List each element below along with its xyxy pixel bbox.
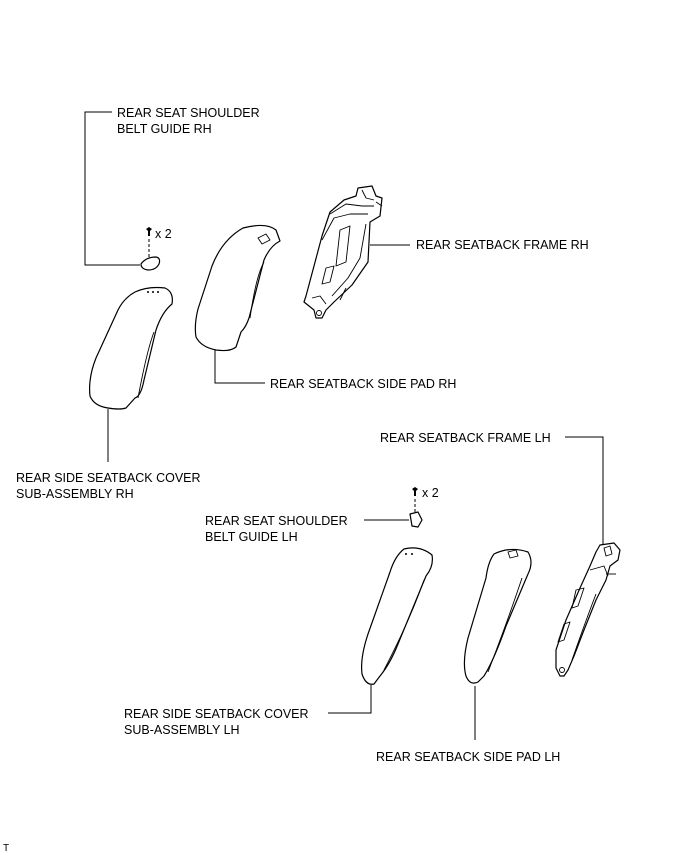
belt-guide-lh (409, 511, 423, 528)
leader-side-pad-rh (214, 350, 265, 384)
footer-mark: T (3, 843, 9, 854)
label-belt-guide-rh-line2: BELT GUIDE RH (117, 122, 212, 136)
label-clip-qty-rh: x 2 (155, 227, 172, 241)
seatback-frame-lh (555, 542, 621, 677)
label-belt-guide-lh-line1: REAR SEAT SHOULDER (205, 514, 348, 528)
side-seatback-cover-lh (361, 547, 433, 685)
label-cover-lh-line2: SUB-ASSEMBLY LH (124, 723, 240, 737)
seatback-side-pad-rh (194, 224, 281, 352)
belt-guide-rh (140, 256, 161, 271)
label-cover-rh-line1: REAR SIDE SEATBACK COVER (16, 471, 201, 485)
side-seatback-cover-rh (89, 286, 173, 410)
label-belt-guide-lh-line2: BELT GUIDE LH (205, 530, 298, 544)
clip-icon (146, 227, 152, 236)
leader-cover-lh (328, 685, 372, 714)
clip-icon (412, 487, 418, 496)
seatback-frame-rh (303, 185, 383, 319)
leader-frame-lh (565, 436, 604, 545)
leader-belt-guide-rh (84, 111, 140, 266)
label-side-pad-rh: REAR SEATBACK SIDE PAD RH (270, 377, 456, 391)
seatback-side-pad-lh (463, 548, 532, 684)
label-cover-lh-line1: REAR SIDE SEATBACK COVER (124, 707, 309, 721)
label-frame-lh: REAR SEATBACK FRAME LH (380, 431, 551, 445)
label-side-pad-lh: REAR SEATBACK SIDE PAD LH (376, 750, 560, 764)
label-clip-qty-lh: x 2 (422, 486, 439, 500)
label-frame-rh: REAR SEATBACK FRAME RH (416, 238, 589, 252)
label-belt-guide-rh-line1: REAR SEAT SHOULDER (117, 106, 260, 120)
label-cover-rh-line2: SUB-ASSEMBLY RH (16, 487, 134, 501)
